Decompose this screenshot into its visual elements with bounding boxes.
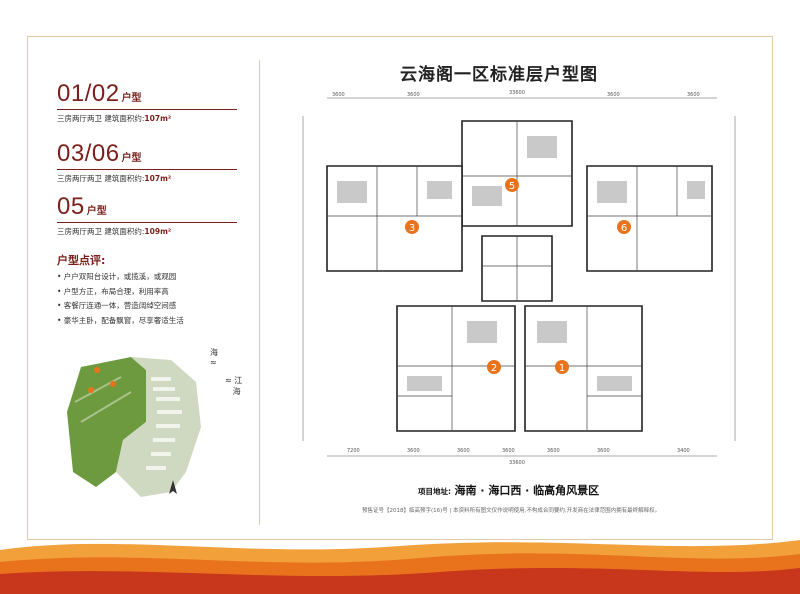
address-value: 海南 · 海口西 · 临高角风景区 [454,484,600,497]
svg-text:5: 5 [509,181,515,192]
comment-item: • 豪华主卧，配备飘窗，尽享奢适生活 [57,315,184,325]
sea-label: 海≈ [210,348,218,367]
page-title: 云海阁一区标准层户型图 [400,65,598,85]
svg-text:3600: 3600 [407,448,420,454]
svg-text:3400: 3400 [677,448,690,454]
site-map-buildings [146,377,182,470]
plan-dimension-labels: 3600 3600 33600 3600 3600 7200 3600 3600… [332,90,700,466]
page-frame [27,36,773,540]
plan-partitions [327,121,712,431]
unit-suffix: 户型 [121,153,142,164]
plan-walls [326,120,713,432]
svg-text:3600: 3600 [332,92,345,98]
unit-desc: 三房两厅两卫 建筑面积约:109m² [57,227,172,236]
comments-title: 户型点评: [57,254,106,267]
svg-text:2: 2 [491,363,497,374]
unit-underline [57,222,237,223]
plan-markers: 5 3 6 2 1 [405,178,631,374]
plan-dimension-lines [302,97,736,457]
bottom-wave-decoration [0,540,800,594]
floor-plan: 3600 3600 33600 3600 3600 7200 3600 3600… [302,90,736,466]
comment-item: • 户户双阳台设计，或揽溪，或观园 [57,272,177,281]
site-map [67,357,201,497]
unit-desc: 三房两厅两卫 建筑面积约:107m² [57,174,172,183]
svg-text:3: 3 [409,223,415,234]
svg-text:3600: 3600 [407,92,420,98]
project-address: 项目地址: 海南 · 海口西 · 临高角风景区 [418,482,599,498]
unit-underline [57,109,237,110]
unit-desc: 三房两厅两卫 建筑面积约:107m² [57,114,172,123]
svg-text:1: 1 [559,363,565,374]
svg-text:3600: 3600 [457,448,470,454]
jianghai-label: ≈ 江 海 [225,376,243,396]
svg-text:6: 6 [621,223,627,234]
unit-suffix: 户型 [86,206,107,217]
svg-text:3600: 3600 [607,92,620,98]
svg-text:3600: 3600 [687,92,700,98]
comment-item: • 户型方正，布局合理，利用率高 [57,286,169,296]
wave-icon: ≈ [225,376,235,385]
site-map-green-area [67,357,146,487]
svg-text:7200: 7200 [347,448,360,454]
site-map-markers [88,367,116,393]
unit-suffix: 户型 [121,93,142,104]
unit-code: 03/06 [57,140,120,167]
address-label: 项目地址: [418,487,451,496]
disclaimer: 预售证号【2018】临高预字(16)号 | 本资料所有图文仅作说明使用,不构成合… [362,508,661,514]
vertical-divider [259,60,260,525]
comment-item: • 客餐厅连通一体，营造阔绰空间感 [57,301,177,310]
svg-text:3600: 3600 [502,448,515,454]
unit-underline [57,169,237,170]
unit-code: 05 [57,193,85,220]
svg-text:33600: 33600 [509,90,525,96]
unit-code: 01/02 [57,80,120,107]
svg-text:3600: 3600 [547,448,560,454]
north-arrow-icon [169,480,177,494]
svg-text:33600: 33600 [509,460,525,466]
comments-list: • 户户双阳台设计，或揽溪，或观园 • 户型方正，布局合理，利用率高 • 客餐厅… [57,270,184,328]
wave-icon: ≈ [210,358,217,367]
plan-furniture [337,136,705,391]
svg-text:3600: 3600 [597,448,610,454]
